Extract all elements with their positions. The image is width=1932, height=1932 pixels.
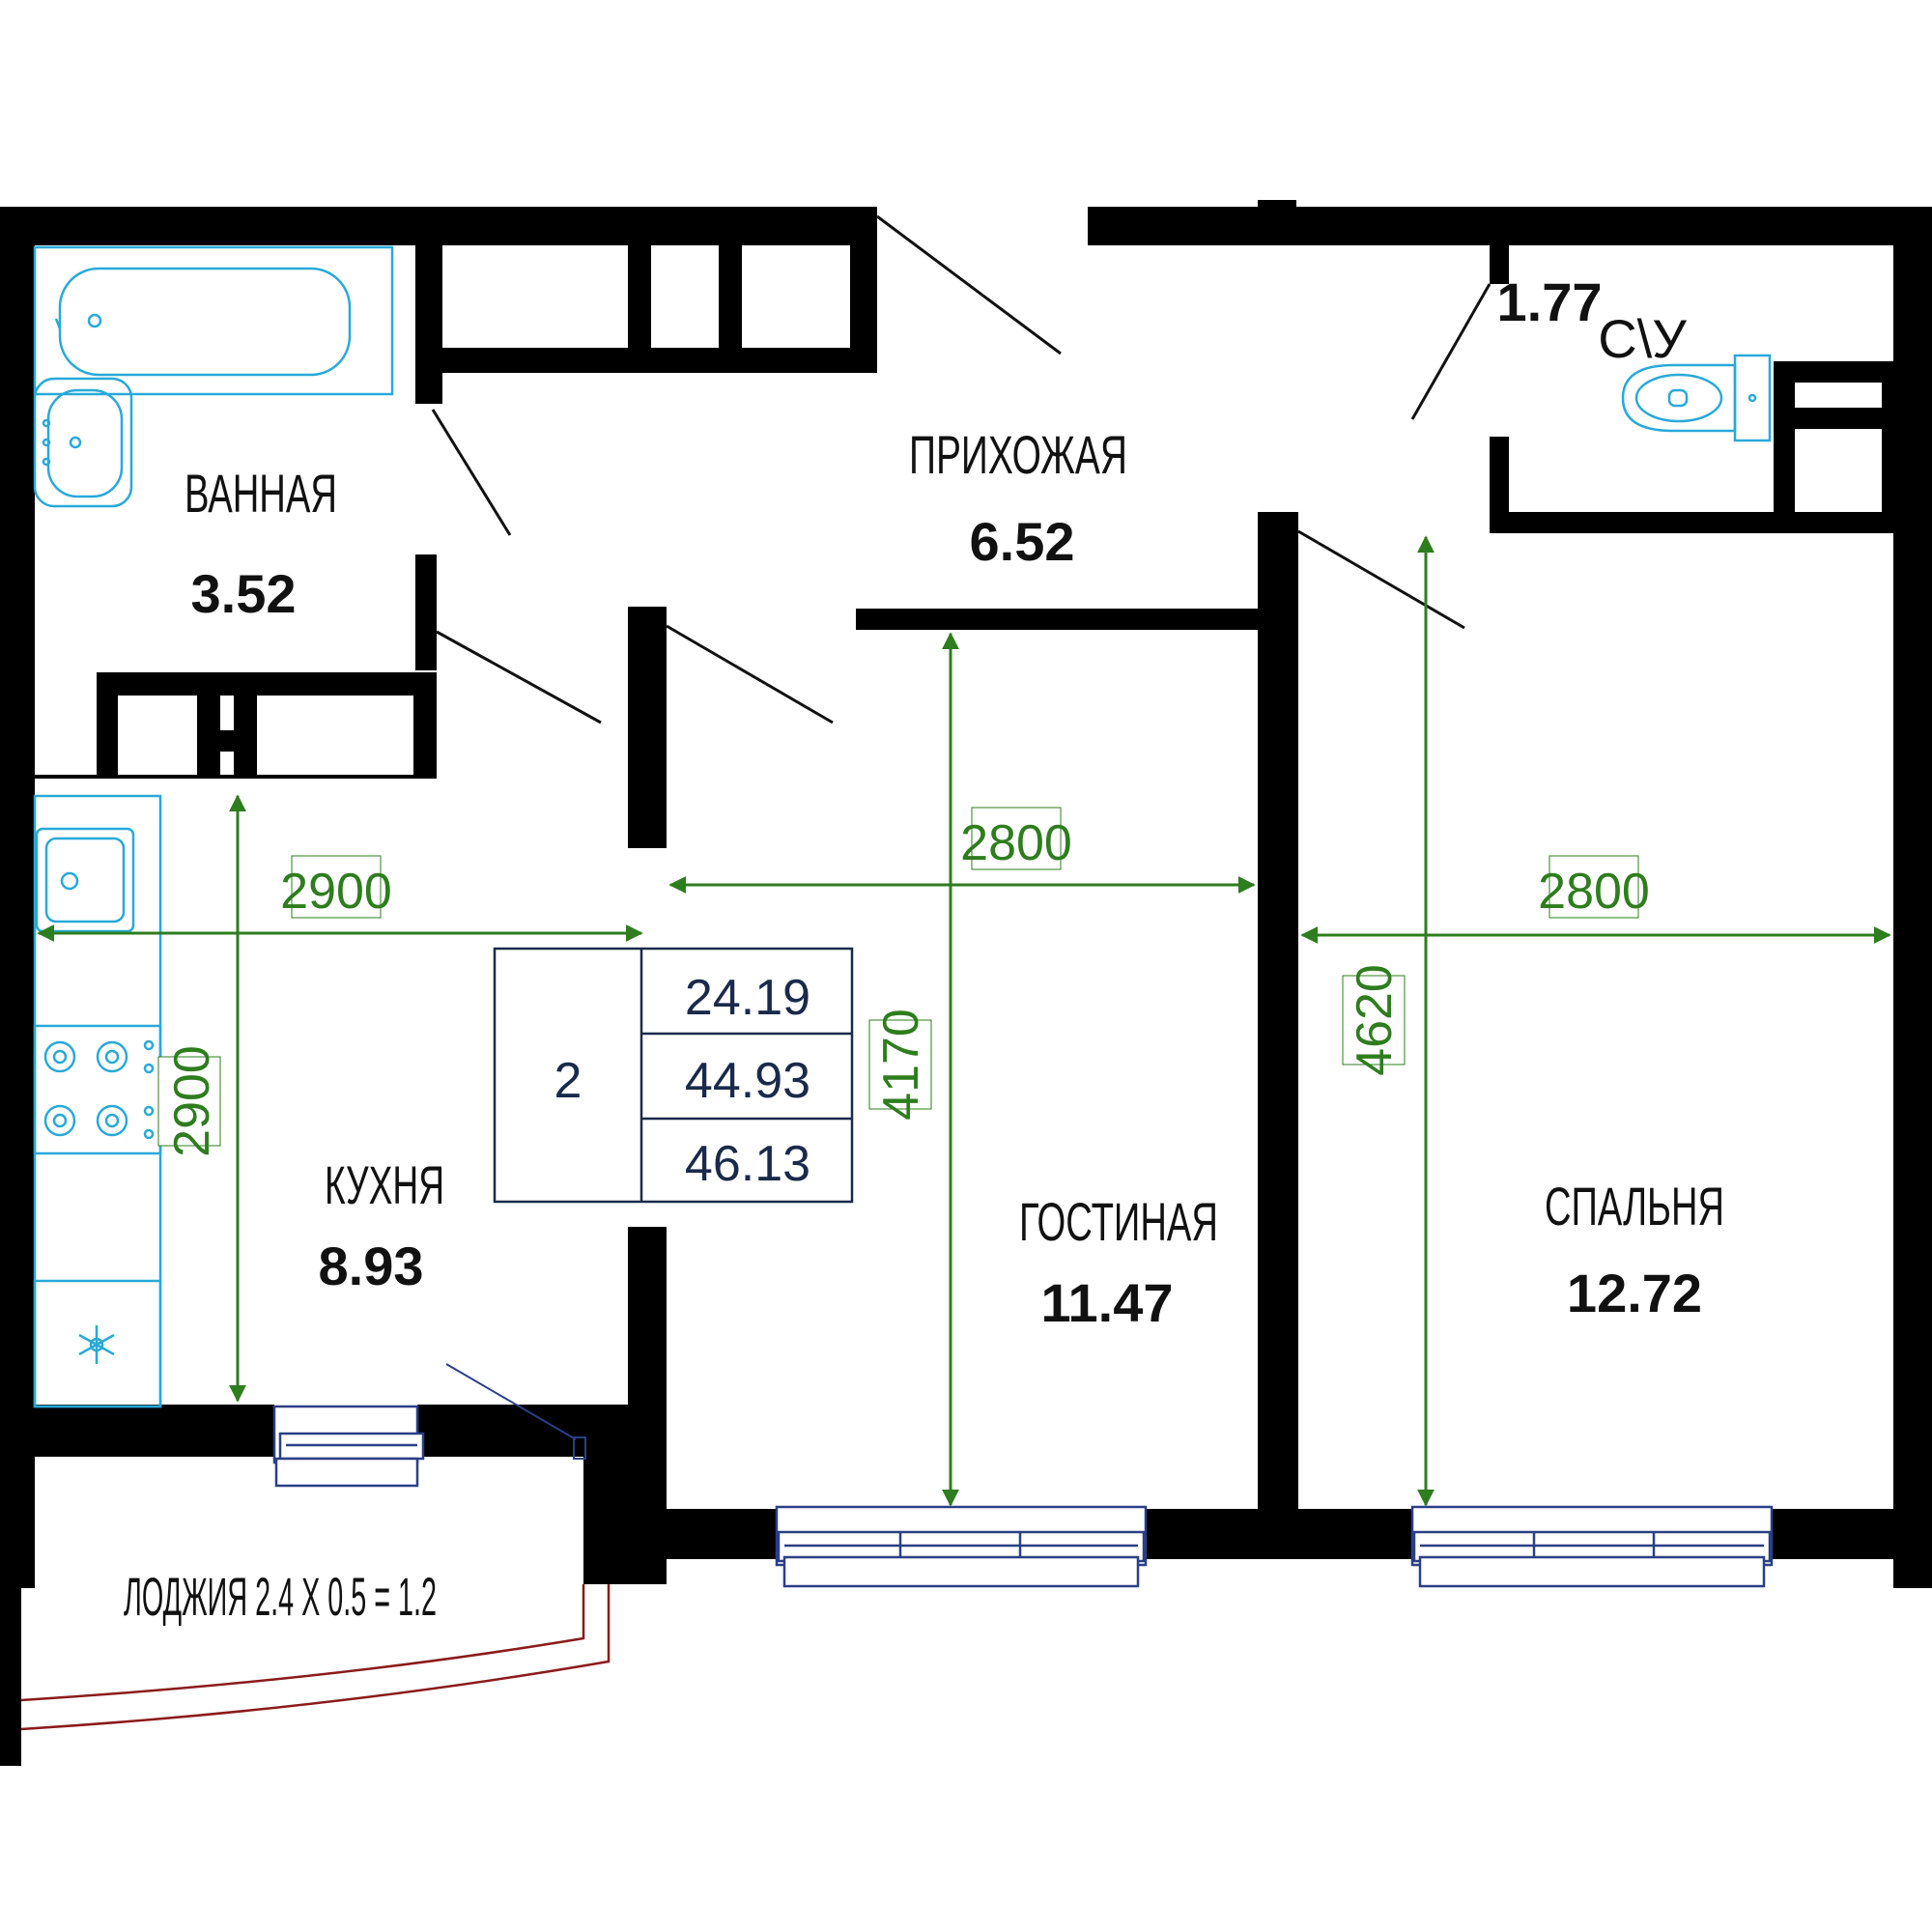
total-with-loggia: 46.13 [685, 1136, 810, 1192]
area-summary-table: 2 24.19 44.93 46.13 [493, 947, 854, 1204]
snowflake-icon [33, 1279, 162, 1408]
bedroom-name: СПАЛЬНЯ [1545, 1176, 1724, 1236]
living-area: 11.47 [1040, 1272, 1173, 1333]
window-living [775, 1505, 1148, 1588]
wardrobe-cells [118, 245, 1882, 775]
wc-area: 1.77 [1497, 271, 1603, 332]
living-name: ГОСТИНАЯ [1019, 1191, 1218, 1252]
bathroom-name: ВАННАЯ [185, 463, 337, 524]
door-swings [431, 214, 1492, 724]
stove-icon [33, 1024, 162, 1155]
kitchen-name: КУХНЯ [325, 1154, 444, 1215]
window-kitchen [272, 1405, 425, 1488]
total-area: 44.93 [685, 1053, 810, 1109]
window-bedroom [1410, 1505, 1774, 1588]
bathtub-icon [33, 245, 394, 396]
loggia-label: ЛОДЖИЯ 2.4 Х 0.5 = 1.2 [124, 1566, 437, 1627]
hallway-name: ПРИХОЖАЯ [909, 424, 1127, 485]
living-area-total: 24.19 [685, 970, 810, 1026]
room-labels: ВАННАЯ 3.52 ПРИХОЖАЯ 6.52 1.77 С\У КУХНЯ… [124, 271, 1724, 1627]
bathroom-area: 3.52 [191, 563, 297, 624]
toilet-icon [1621, 354, 1772, 442]
loggia-outline [20, 1584, 611, 1731]
walls [0, 200, 1932, 1766]
wc-name: С\У [1598, 308, 1687, 369]
washbasin-icon [33, 377, 133, 508]
hallway-area: 6.52 [970, 511, 1075, 572]
living-length-label: 4170 [873, 1009, 929, 1121]
bedroom-length-label: 4620 [1347, 964, 1403, 1076]
kitchen-counter [33, 794, 162, 1408]
bedroom-area: 12.72 [1567, 1263, 1702, 1323]
rooms-count: 2 [554, 1053, 582, 1109]
kitchen-area: 8.93 [319, 1236, 424, 1296]
bedroom-width-label: 2800 [1538, 864, 1650, 920]
loggia-door[interactable] [445, 1363, 586, 1460]
living-width-label: 2800 [960, 815, 1072, 871]
dimension-labels: 2900 2900 2800 4170 2800 4620 [157, 807, 1650, 1157]
kitchen-length-label: 2900 [164, 1045, 220, 1157]
kitchen-width-label: 2900 [280, 864, 392, 920]
dimension-lines [37, 535, 1891, 1507]
kitchen-sink-icon [35, 827, 135, 933]
